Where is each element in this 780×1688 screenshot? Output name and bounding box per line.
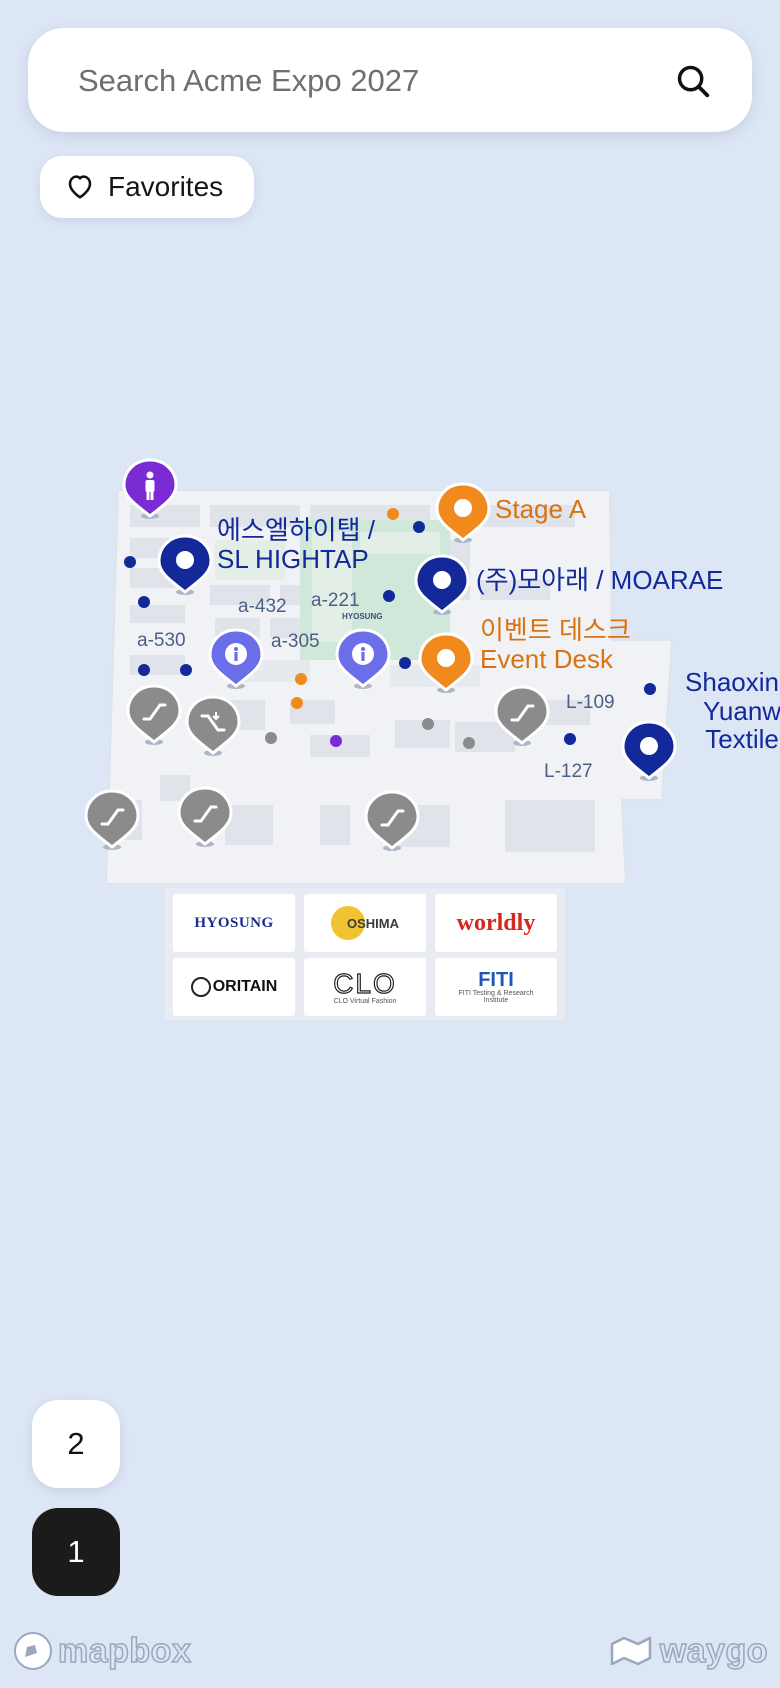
sponsor-logo-clo[interactable]: CLO CLO Virtual Fashion	[304, 958, 426, 1016]
search-bar[interactable]	[28, 28, 752, 132]
search-icon[interactable]	[674, 62, 712, 100]
booth-label: L-109	[566, 692, 615, 713]
escalator-icon[interactable]	[494, 685, 550, 746]
escalator-down-icon[interactable]	[185, 695, 241, 756]
info-icon[interactable]	[208, 628, 264, 689]
heart-icon	[68, 175, 92, 199]
sponsor-logo-worldly[interactable]: worldly	[435, 894, 557, 952]
stage-pin-icon[interactable]	[435, 482, 491, 543]
sponsor-logo-hyosung[interactable]: HYOSUNG	[173, 894, 295, 952]
floor-1-button[interactable]: 1	[32, 1508, 120, 1596]
escalator-icon[interactable]	[84, 789, 140, 850]
escalator-icon[interactable]	[177, 786, 233, 847]
booth-pin-icon[interactable]	[414, 554, 470, 615]
booth-label: a-221	[311, 590, 360, 611]
escalator-icon[interactable]	[126, 684, 182, 745]
favorites-label: Favorites	[108, 171, 224, 202]
oshima-mark-icon	[331, 906, 365, 940]
floor-tiny-label: HYOSUNG	[342, 612, 382, 621]
mapbox-logo-icon	[14, 1632, 52, 1670]
floor-2-button[interactable]: 2	[32, 1400, 120, 1488]
info-icon[interactable]	[335, 628, 391, 689]
mapbox-attribution[interactable]: mapbox	[12, 1630, 192, 1672]
search-input[interactable]	[76, 56, 640, 106]
restroom-icon[interactable]	[122, 458, 178, 519]
sponsor-logo-oshima[interactable]: OSHIMA	[304, 894, 426, 952]
poi-label-stage-a[interactable]: Stage A	[495, 494, 587, 524]
booth-label: L-127	[544, 761, 593, 782]
fingerprint-icon	[190, 977, 211, 997]
booth-dots[interactable]	[124, 508, 656, 749]
booth-label: a-305	[271, 631, 320, 652]
poi-label-moarae[interactable]: (주)모아래 / MOARAE	[476, 565, 724, 595]
escalator-icon[interactable]	[364, 790, 420, 851]
booth-label: a-530	[137, 630, 186, 651]
sponsor-logo-oritain[interactable]: ORITAIN	[173, 958, 295, 1016]
booth-label: a-432	[238, 596, 287, 617]
waygo-logo-icon	[610, 1636, 651, 1665]
poi-label-sl-hightap[interactable]: 에스엘하이탭 / SL HIGHTAP	[217, 515, 375, 574]
waygo-attribution[interactable]: waygo	[608, 1631, 768, 1671]
event-desk-pin-icon[interactable]	[418, 632, 474, 693]
booth-pin-icon[interactable]	[157, 534, 213, 595]
poi-label-event-desk[interactable]: 이벤트 데스크 Event Desk	[480, 615, 631, 674]
favorites-button[interactable]: Favorites	[40, 156, 254, 218]
poi-label-shaoxin[interactable]: Shaoxin Yuanw Textile	[685, 667, 780, 755]
booth-pin-icon[interactable]	[621, 720, 677, 781]
sponsor-logo-fiti[interactable]: FITI FITI Testing & Research Institute	[435, 958, 557, 1016]
